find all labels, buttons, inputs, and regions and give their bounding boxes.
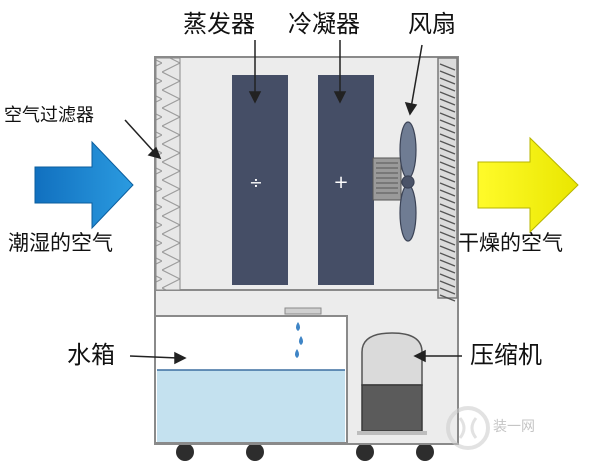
leader-arrows bbox=[124, 40, 462, 365]
compressor-top bbox=[361, 332, 423, 386]
fan-blades bbox=[399, 121, 417, 242]
compressor-base bbox=[361, 384, 423, 432]
water-tank-label: 水箱 bbox=[67, 341, 115, 369]
condenser-label: 冷凝器 bbox=[288, 10, 360, 38]
fan-label: 风扇 bbox=[408, 10, 456, 38]
evaporator-coil bbox=[232, 75, 288, 285]
tank-water bbox=[157, 370, 345, 442]
air-filter-label: 空气过滤器 bbox=[4, 105, 94, 126]
wheel bbox=[416, 443, 434, 461]
compressor-mount bbox=[357, 431, 427, 435]
wheel bbox=[176, 443, 194, 461]
evaporator-sign: ÷ bbox=[249, 173, 262, 192]
inflow-arrow bbox=[34, 140, 134, 230]
fan-motor bbox=[372, 157, 402, 201]
air-filter bbox=[155, 57, 181, 291]
wheel bbox=[356, 443, 374, 461]
grille-slats bbox=[439, 63, 456, 302]
drip-tray bbox=[284, 307, 322, 315]
fan-motor-fins bbox=[376, 162, 398, 194]
dry-air-label: 干燥的空气 bbox=[458, 231, 563, 255]
evaporator-label: 蒸发器 bbox=[183, 10, 255, 38]
condenser-coil bbox=[318, 75, 374, 285]
wheel bbox=[246, 443, 264, 461]
outflow-arrow bbox=[477, 136, 579, 234]
watermark-logo bbox=[446, 406, 490, 450]
water-drops bbox=[295, 322, 303, 358]
watermark-text: 装一网 bbox=[493, 419, 535, 435]
condenser-sign: + bbox=[333, 172, 348, 193]
humid-air-label: 潮湿的空气 bbox=[8, 231, 113, 255]
compressor-label: 压缩机 bbox=[470, 341, 542, 369]
exhaust-grille bbox=[437, 57, 458, 299]
